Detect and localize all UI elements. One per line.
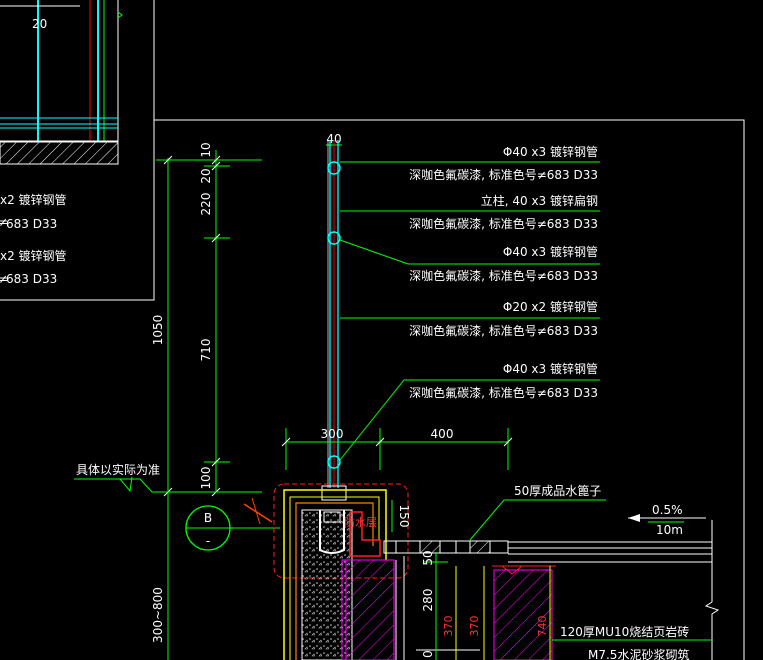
inset-dim-20: 20 xyxy=(32,17,47,31)
svg-text:≠: ≠ xyxy=(0,272,8,286)
svg-text:≠: ≠ xyxy=(0,215,8,229)
slope-length: 10m xyxy=(656,523,683,537)
callout-3-bottom: 深咖色氟碳漆, 标准色号≠683 D33 xyxy=(409,268,598,283)
callout-1-bottom: 深咖色氟碳漆, 标准色号≠683 D33 xyxy=(409,167,598,182)
gutter-and-pavement: 50厚成品水篦子 0.5% 10m xyxy=(383,483,720,660)
inset-label-paint-b: 683 D33 xyxy=(6,272,57,286)
callout-5-top: Φ40 x3 镀锌钢管 xyxy=(503,361,598,376)
brick-wall-left xyxy=(341,559,395,660)
note-actual: 具体以实际为准 xyxy=(76,462,160,477)
section-letter: B xyxy=(204,511,212,525)
bottom-notes: 120厚MU10烧结页岩砖 M7.5水泥砂浆砌筑 xyxy=(552,624,712,660)
callout-3-top: Φ40 x3 镀锌钢管 xyxy=(503,244,598,259)
dim-20: 20 xyxy=(199,168,213,183)
callouts: Φ40 x3 镀锌钢管 深咖色氟碳漆, 标准色号≠683 D33 立柱, 40 … xyxy=(339,144,600,461)
dim-10: 10 xyxy=(199,142,213,157)
callout-4-bottom: 深咖色氟碳漆, 标准色号≠683 D33 xyxy=(409,323,598,338)
callout-1-top: Φ40 x3 镀锌钢管 xyxy=(503,144,598,159)
dim-1050: 1050 xyxy=(151,315,165,346)
mid-rail-tube xyxy=(327,231,341,245)
gutter-grate xyxy=(383,540,509,554)
dim-red-370-a: 370 xyxy=(442,616,455,637)
callout-5-bottom: 深咖色氟碳漆, 标准色号≠683 D33 xyxy=(409,385,598,400)
dim-220: 220 xyxy=(199,193,213,216)
horizontal-dimensions: 300 400 xyxy=(281,427,513,470)
dim-150: 150 xyxy=(397,505,411,528)
callout-2-top: 立柱, 40 x3 镀锌扁钢 xyxy=(481,193,598,208)
bottom-rail-tube xyxy=(327,455,341,469)
base-plate xyxy=(321,485,347,501)
dim-400: 400 xyxy=(431,427,454,441)
inset-label-paint-a: 683 D33 xyxy=(6,217,57,231)
note-mortar: M7.5水泥砂浆砌筑 xyxy=(588,647,689,660)
slope-value: 0.5% xyxy=(652,503,683,517)
lower-dimensions: 50 280 0 370 370 740 xyxy=(421,550,551,660)
red-note: 防水层 xyxy=(344,515,377,529)
top-rail-tube xyxy=(327,161,341,175)
dim-50: 50 xyxy=(421,550,435,565)
inset-label-pipe-b: x2 镀锌钢管 xyxy=(0,248,67,263)
note-brick: 120厚MU10烧结页岩砖 xyxy=(560,624,689,639)
inset-label-pipe-a: x2 镀锌钢管 xyxy=(0,192,67,207)
section-sub: - xyxy=(206,534,210,548)
dim-red-370-b: 370 xyxy=(468,616,481,637)
sheet-frame xyxy=(154,119,745,660)
callout-4-top: Φ20 x2 镀锌钢管 xyxy=(503,299,598,314)
vertical-dimension-chain: 1050 300~800 10 20 220 710 100 xyxy=(151,142,262,660)
brick-wall-right xyxy=(493,569,553,660)
dim-0: 0 xyxy=(421,650,435,658)
curb-section: 防水层 150 xyxy=(273,483,411,660)
dim-280: 280 xyxy=(421,589,435,612)
railing: 40 xyxy=(321,132,347,501)
dim-100: 100 xyxy=(199,467,213,490)
inset-hatched-slab xyxy=(0,141,119,165)
note-gutter: 50厚成品水篦子 xyxy=(514,483,601,498)
callout-2-bottom: 深咖色氟碳漆, 标准色号≠683 D33 xyxy=(409,216,598,231)
actual-note: 具体以实际为准 xyxy=(74,462,240,493)
dim-300: 300 xyxy=(321,427,344,441)
inset-detail-top-left: 20 x2 镀锌钢管 683 D33 x2 镀锌钢管 683 D33 ≠ ≠ xyxy=(0,0,155,301)
dim-710: 710 xyxy=(199,339,213,362)
section-marker-b[interactable]: B - xyxy=(185,497,280,551)
dim-300-800: 300~800 xyxy=(151,587,165,643)
dim-red-740: 740 xyxy=(536,616,549,637)
